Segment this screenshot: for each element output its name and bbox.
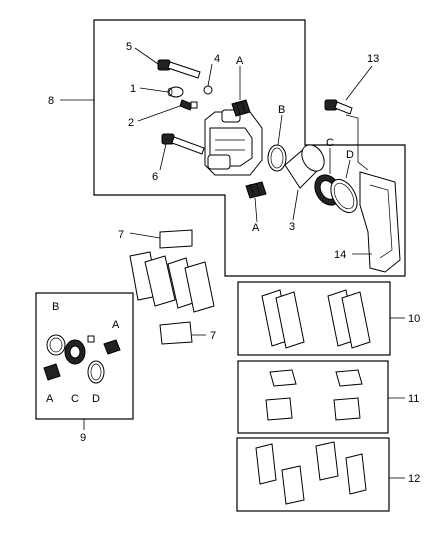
clip-set-box xyxy=(237,360,389,434)
bleeder-cap xyxy=(167,86,184,98)
callout-3: 3 xyxy=(289,221,295,233)
letter-d-kit: D xyxy=(92,393,100,405)
caliper-piston xyxy=(284,144,325,189)
letter-a-top: A xyxy=(236,55,244,67)
callout-12: 12 xyxy=(408,473,420,485)
caliper-body xyxy=(204,109,263,176)
caliper-mounting-bracket xyxy=(359,171,401,273)
letter-a-kit-top: A xyxy=(112,319,120,331)
seal-kit-parts xyxy=(43,334,121,384)
seal-kit-box xyxy=(35,292,134,420)
leader-lines xyxy=(60,47,405,479)
clip-set-parts xyxy=(265,369,363,421)
callout-8: 8 xyxy=(48,95,54,107)
pin-bushing xyxy=(203,85,213,95)
bleeder-screw xyxy=(179,99,198,111)
letter-d-main: D xyxy=(346,149,354,161)
dust-boot-upper xyxy=(231,99,251,117)
callout-10: 10 xyxy=(408,313,420,325)
pad-set-box xyxy=(237,281,391,356)
callout-6: 6 xyxy=(152,171,158,183)
letter-a-mid: A xyxy=(252,222,260,234)
callout-7-upper: 7 xyxy=(118,229,124,241)
pad-set-parts xyxy=(261,289,371,349)
callout-1: 1 xyxy=(130,83,136,95)
shim-set-box xyxy=(236,437,390,512)
callout-5: 5 xyxy=(126,41,132,53)
callout-11: 11 xyxy=(408,393,419,405)
callout-4: 4 xyxy=(214,53,220,65)
letter-a-kit-bottom: A xyxy=(46,393,54,405)
shim-set-parts xyxy=(255,441,367,505)
mounting-bolt xyxy=(324,99,353,115)
letter-c-main: C xyxy=(326,137,334,149)
callout-9: 9 xyxy=(80,432,86,444)
caliper-assembly-frame xyxy=(93,19,406,277)
brake-pads-with-clips xyxy=(129,229,215,345)
callout-14: 14 xyxy=(334,249,346,261)
callout-13: 13 xyxy=(367,53,379,65)
callout-7-lower: 7 xyxy=(210,330,216,342)
letter-c-kit: C xyxy=(71,393,79,405)
dust-boot-lower xyxy=(245,181,267,199)
piston-seal-b xyxy=(267,144,287,172)
letter-b-main: B xyxy=(278,104,285,116)
retaining-ring-d xyxy=(330,178,358,214)
letter-b-kit: B xyxy=(52,301,59,313)
guide-pin-upper xyxy=(157,59,201,79)
guide-pin-lower xyxy=(161,133,205,155)
callout-2: 2 xyxy=(128,117,134,129)
